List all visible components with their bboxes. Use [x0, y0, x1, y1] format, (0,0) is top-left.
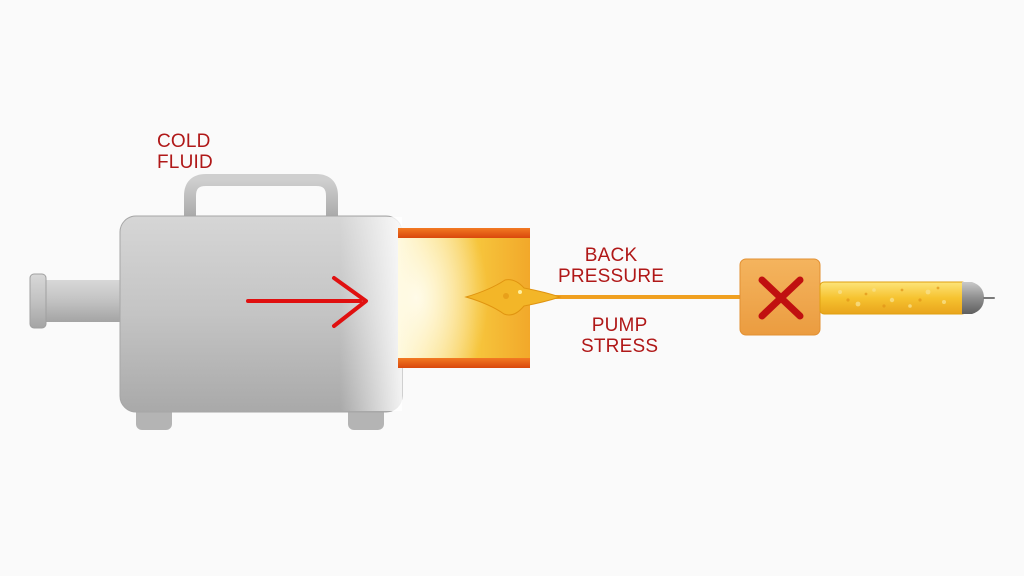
pump-stress-label: PUMP STRESS	[581, 315, 658, 357]
pump-icon	[29, 174, 403, 430]
x-mark-icon	[739, 258, 821, 336]
turbulence-spike	[464, 279, 562, 316]
arrow-right-icon	[246, 276, 368, 328]
back-pressure-label-line1: BACK	[584, 245, 638, 266]
back-pressure-label: BACK PRESSURE	[558, 245, 664, 287]
pump-stress-label-line1: PUMP	[591, 315, 648, 336]
back-pressure-label-line2: PRESSURE	[558, 266, 665, 287]
cold-fluid-label-line1: COLD	[157, 131, 211, 152]
cold-fluid-label-line2: FLUID	[157, 152, 213, 173]
pump-stress-label-line2: STRESS	[581, 336, 659, 357]
cold-fluid-label: COLD FLUID	[157, 131, 213, 173]
nozzle-icon	[819, 281, 995, 315]
